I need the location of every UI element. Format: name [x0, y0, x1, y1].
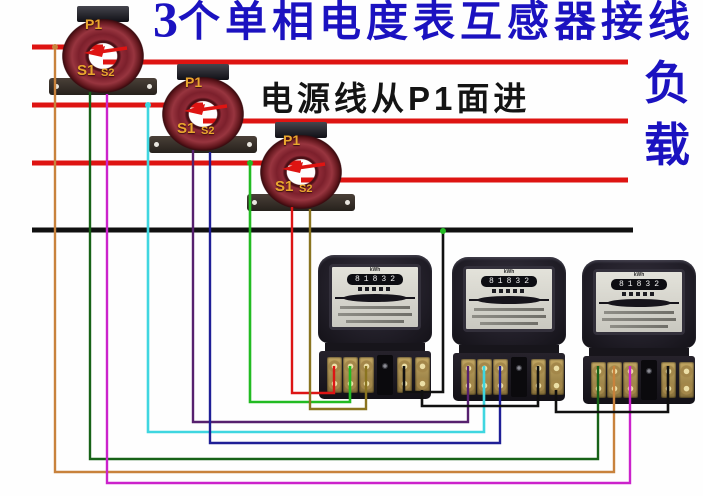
- energy-meter-1: kWh 81832: [318, 255, 432, 401]
- meter-neck: [459, 345, 559, 353]
- meter-face: kWh 81832: [463, 266, 555, 332]
- ct2-label-s1: S1: [177, 120, 196, 137]
- load-char-2: 载: [644, 119, 690, 171]
- meter-body: kWh 81832: [318, 255, 432, 343]
- meter-unit-label: kWh: [369, 267, 381, 273]
- junction-neutral-tap: [440, 228, 446, 234]
- ct3-s1-red-to-meter1-t1: [290, 207, 336, 395]
- meter-spec-line: [474, 308, 544, 311]
- meter-neck: [325, 343, 425, 351]
- ct-terminal-cap: [77, 6, 129, 22]
- ct1-label-s2: S2: [101, 67, 115, 79]
- meter-disc-slot: [469, 296, 549, 304]
- ct-terminal-cap: [275, 122, 327, 138]
- terminal-5: [415, 357, 430, 393]
- energy-meter-2: kWh 81832: [452, 257, 566, 403]
- ct2-label-s2: S2: [201, 125, 215, 137]
- terminal-center-module: [511, 357, 527, 397]
- meter-register: 81832: [347, 274, 403, 285]
- meter-register: 81832: [611, 279, 667, 290]
- meter-terminal-block: [453, 353, 565, 401]
- meter-spec-line: [346, 320, 404, 323]
- terminal-center-module: [377, 355, 393, 395]
- load-label: 负 载: [638, 52, 696, 176]
- ct-toroid-ring: [161, 76, 245, 152]
- title-number: 3: [153, 0, 178, 47]
- junction-bus2-tap: [145, 102, 151, 108]
- meter-nameplate-marks: [492, 289, 526, 293]
- neutral-link-meter1-t5-to-meter2-t4: [420, 366, 540, 408]
- meter-face: kWh 81832: [593, 269, 685, 335]
- meter-spec-line: [602, 318, 676, 321]
- meter-body: kWh 81832: [452, 257, 566, 345]
- terminal-5: [679, 362, 694, 398]
- meter-spec-line: [340, 306, 410, 309]
- bracket-hole-icon: [147, 84, 152, 89]
- bracket-hole-icon: [54, 84, 59, 89]
- meter-disc-slot: [599, 299, 679, 307]
- primary-direction-arrow-ct1: [84, 46, 128, 57]
- neutral-drop-to-meter1-t4: [402, 231, 445, 394]
- voltage-tap-bus3-green-to-meter1-t2: [248, 163, 352, 404]
- primary-direction-arrow-ct3: [282, 162, 326, 173]
- meter-spec-line: [480, 322, 538, 325]
- meter-nameplate-marks: [622, 292, 656, 296]
- meter-register: 81832: [481, 276, 537, 287]
- ct1-s1-dark-green-to-meter3-t1: [88, 92, 600, 461]
- ct1-s2-magenta-to-meter3-t3: [105, 94, 632, 485]
- ct1-label-p1: P1: [85, 16, 103, 32]
- diagram-title: 3个单相电度表互感器接线: [153, 0, 695, 47]
- meter-spec-line: [472, 315, 546, 318]
- meter-spec-line: [604, 311, 674, 314]
- diagram-subtitle: 电源线从P1面进: [260, 80, 531, 117]
- bracket-hole-icon: [247, 142, 252, 147]
- load-char-1: 负: [644, 57, 690, 109]
- junction-bus1-tap: [52, 44, 58, 50]
- ct1-label-s1: S1: [77, 62, 96, 79]
- meter-disc-slot: [335, 294, 415, 302]
- meter-neck: [589, 348, 689, 356]
- meter-unit-label: kWh: [503, 269, 515, 275]
- meter-face: kWh 81832: [329, 264, 421, 330]
- bracket-hole-icon: [252, 200, 257, 205]
- meter-terminal-block: [583, 356, 695, 404]
- ct2-label-p1: P1: [185, 74, 203, 90]
- ct-toroid-ring: [259, 134, 343, 210]
- ct3-label-p1: P1: [283, 132, 301, 148]
- bracket-hole-icon: [345, 200, 350, 205]
- meter-unit-label: kWh: [633, 272, 645, 278]
- meter-body: kWh 81832: [582, 260, 696, 348]
- current-transformer-3: P1 S1 S2: [247, 122, 355, 211]
- current-transformer-1: P1 S1 S2: [49, 6, 157, 95]
- terminal-5: [549, 359, 564, 395]
- energy-meter-3: kWh 81832: [582, 260, 696, 406]
- ct-terminal-cap: [177, 64, 229, 80]
- bracket-hole-icon: [154, 142, 159, 147]
- voltage-tap-bus1-brown-to-meter3-t2: [53, 47, 616, 474]
- voltage-tap-bus2-cyan-to-meter2-t2: [146, 105, 486, 434]
- ct3-s2-olive-to-meter1-t3: [308, 209, 368, 411]
- ct2-s2-navy-to-meter2-t3: [208, 152, 502, 445]
- neutral-link-meter2-t5-to-meter3-t4: [554, 366, 670, 414]
- meter-nameplate-marks: [358, 287, 392, 291]
- title-text: 个单相电度表互感器接线: [178, 0, 696, 45]
- current-transformer-2: P1 S1 S2: [149, 64, 257, 153]
- meter-spec-line: [610, 325, 668, 328]
- meter-spec-line: [338, 313, 412, 316]
- ct3-label-s1: S1: [275, 178, 294, 195]
- ct3-label-s2: S2: [299, 183, 313, 195]
- primary-direction-arrow-ct2: [184, 104, 228, 115]
- ct-toroid-ring: [61, 18, 145, 94]
- ct2-s1-purple-to-meter2-t1: [191, 150, 470, 424]
- junction-bus3-tap: [247, 160, 253, 166]
- terminal-center-module: [641, 360, 657, 400]
